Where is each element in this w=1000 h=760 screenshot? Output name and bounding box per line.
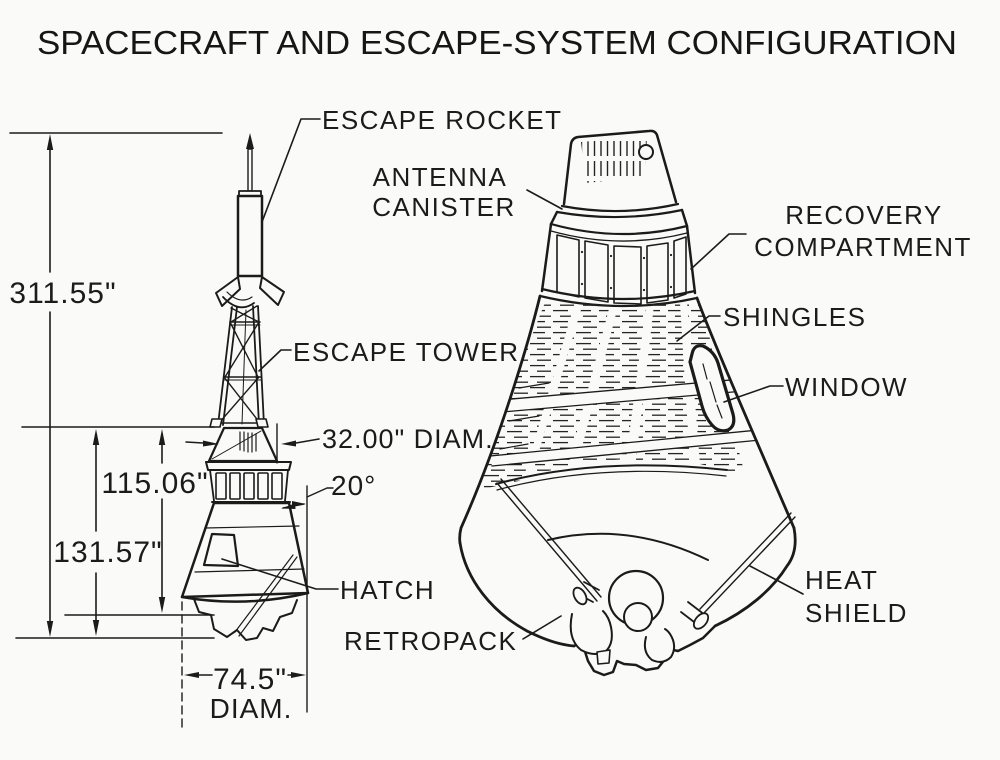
hatch-outline [202,532,240,568]
small-capsule [180,426,310,641]
label-retropack: RETROPACK [344,626,517,656]
label-recovery-compartment-line1: RECOVERY [785,200,942,230]
recovery-compartment-band [538,222,699,308]
label-shingles: SHINGLES [723,302,867,332]
dimension-annotations [9,132,334,729]
dim-capsule-height: 131.57" [53,536,162,569]
dim-base-diameter-word: DIAM. [210,693,293,724]
mercury-capsule-illustration [458,129,797,677]
escape-tower-lattice [209,305,269,428]
escape-rocket-nozzles [215,276,241,307]
heat-shield-far-rim [547,532,709,561]
dim-overall-height: 311.55" [9,277,116,310]
window-feature [688,344,736,433]
label-window: WINDOW [785,372,908,402]
dim-cone-angle: 20° [331,470,376,501]
dim-tower-base-diameter: 32.00" DIAM. [322,424,494,454]
aero-spike [246,133,254,149]
label-hatch: HATCH [340,575,435,605]
antenna-dome-port [638,144,654,160]
label-heat-shield-line2: SHIELD [805,598,908,628]
escape-system-side-view [180,133,310,641]
label-heat-shield-line1: HEAT [805,565,878,595]
small-retropack [193,598,298,641]
retropack-assembly [496,478,796,677]
label-antenna-canister-line1: ANTENNA [373,162,508,192]
label-antenna-canister-line2: CANISTER [372,192,515,222]
dim-base-diameter-value: 74.5" [213,663,287,696]
page-title: SPACECRAFT AND ESCAPE-SYSTEM CONFIGURATI… [37,24,957,61]
dim-tower-height: 115.06" [101,467,208,500]
label-leader-lines [221,118,804,640]
label-recovery-compartment-line2: COMPARTMENT [754,232,972,262]
label-escape-tower: ESCAPE TOWER [293,337,520,367]
label-escape-rocket: ESCAPE ROCKET [322,105,563,135]
antenna-canister-hatching [581,136,647,183]
